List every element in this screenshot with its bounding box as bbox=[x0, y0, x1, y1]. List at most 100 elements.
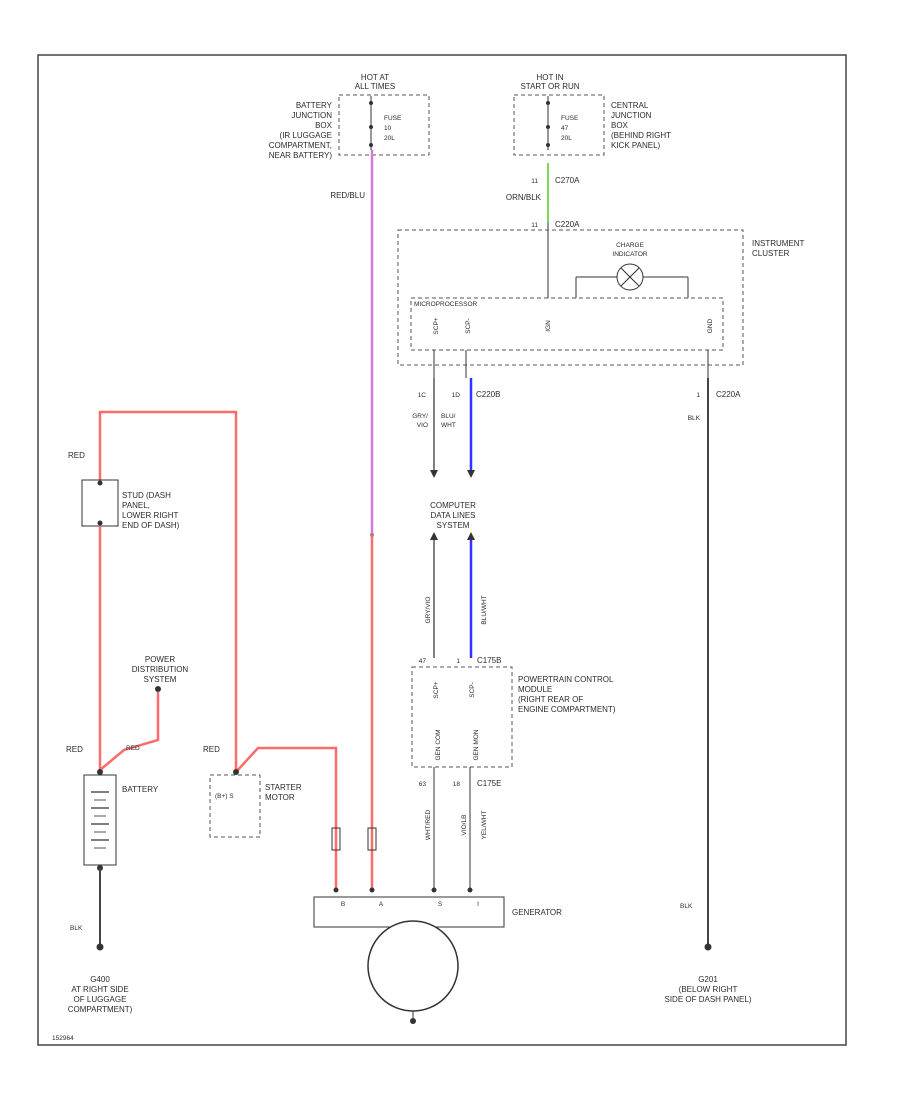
svg-text:11: 11 bbox=[531, 222, 538, 229]
instrument-cluster-outline bbox=[397, 229, 744, 366]
stud-dash-label-1: STUD (DASH bbox=[122, 491, 171, 500]
battery-junction-box-label: BATTERY JUNCTION BOX (IR LUGGAGE COMPART… bbox=[269, 101, 333, 160]
c175b-pin-47: 47 bbox=[419, 658, 427, 665]
red-starter-label: RED bbox=[203, 745, 220, 754]
battery-label: BATTERY bbox=[122, 785, 159, 794]
c270a-label: C270A bbox=[555, 176, 580, 185]
svg-text:JUNCTION: JUNCTION bbox=[292, 111, 333, 120]
pcm-wire-gry-vio: GRY/VIO bbox=[425, 597, 432, 624]
svg-text:SIDE OF DASH PANEL): SIDE OF DASH PANEL) bbox=[665, 995, 752, 1004]
b-cable-connector bbox=[331, 827, 341, 851]
computer-data-lines-2: DATA LINES bbox=[430, 511, 475, 520]
c220a-right-label: C220A bbox=[716, 390, 741, 399]
blk-left-label: BLK bbox=[70, 925, 83, 932]
pcm-label-1: POWERTRAIN CONTROL bbox=[518, 675, 614, 684]
gen-pin-i: I bbox=[477, 901, 479, 908]
gen-pin-s: S bbox=[438, 901, 443, 908]
svg-text:G400: G400 bbox=[90, 975, 110, 984]
svg-text:COMPARTMENT): COMPARTMENT) bbox=[68, 1005, 133, 1014]
pcm-label-4: ENGINE COMPARTMENT) bbox=[518, 705, 616, 714]
pcm-pin-scp-plus: SCP+ bbox=[433, 681, 440, 698]
generator-body bbox=[367, 920, 459, 1012]
c175e-label: C175E bbox=[477, 779, 501, 788]
computer-data-lines-arrow-left bbox=[430, 532, 438, 540]
fuse-10-terminal-mid bbox=[369, 125, 373, 129]
stud-dash-label-3: LOWER RIGHT bbox=[122, 511, 179, 520]
generator-label: GENERATOR bbox=[512, 908, 562, 917]
svg-text:CENTRAL: CENTRAL bbox=[611, 101, 649, 110]
blu-wht-arrow bbox=[467, 470, 475, 478]
stud-dash-label-2: PANEL, bbox=[122, 501, 150, 510]
c175b-label: C175B bbox=[477, 656, 501, 665]
svg-text:AT RIGHT SIDE: AT RIGHT SIDE bbox=[71, 985, 128, 994]
cluster-pin-1c: 1C bbox=[418, 392, 427, 399]
c220b-label: C220B bbox=[476, 390, 500, 399]
red-blu-wire-label: RED/BLU bbox=[330, 191, 365, 200]
blk-right-top-label: BLK bbox=[688, 415, 701, 422]
pcm-pin-scp-minus: SCP- bbox=[469, 682, 476, 698]
gen-pin-b-terminal bbox=[333, 887, 339, 893]
sense-wire-connector bbox=[367, 827, 377, 851]
red-wire-top-loop bbox=[98, 410, 238, 748]
gry-vio-arrow bbox=[430, 470, 438, 478]
svg-text:OF LUGGAGE: OF LUGGAGE bbox=[74, 995, 127, 1004]
blu-wht-label-2: WHT bbox=[441, 422, 456, 429]
cluster-pin-right: 1 bbox=[696, 392, 700, 399]
microprocessor-outline bbox=[410, 297, 724, 351]
g201-label: G201 (BELOW RIGHT SIDE OF DASH PANEL) bbox=[665, 975, 752, 1004]
starter-motor-label-1: STARTER bbox=[265, 783, 302, 792]
c175e-pin-63: 63 bbox=[419, 781, 427, 788]
fuse-10-terminal-top bbox=[369, 101, 373, 105]
microprocessor-label: MICROPROCESSOR bbox=[414, 301, 478, 308]
stud-dash-label-4: END OF DASH) bbox=[122, 521, 180, 530]
gen-wire-yel-wht: YEL/WHT bbox=[481, 811, 488, 840]
svg-text:BOX: BOX bbox=[611, 121, 629, 130]
mp-pin-scp-minus: SCP- bbox=[465, 318, 472, 334]
svg-text:BATTERY: BATTERY bbox=[296, 101, 333, 110]
gen-wire-vio-lb: VIO/LB bbox=[461, 815, 468, 836]
svg-text:G201: G201 bbox=[698, 975, 718, 984]
computer-data-lines-3: SYSTEM bbox=[437, 521, 470, 530]
svg-text:NEAR BATTERY): NEAR BATTERY) bbox=[269, 151, 333, 160]
mp-pin-scp-plus: SCP+ bbox=[433, 317, 440, 334]
diagram-id: 152964 bbox=[52, 1035, 74, 1042]
gen-wire-wht-red: WHT/RED bbox=[425, 810, 432, 841]
pcm-label-2: MODULE bbox=[518, 685, 552, 694]
power-dist-label-1: POWER bbox=[145, 655, 175, 664]
fuse-left-label: FUSE bbox=[384, 115, 402, 122]
computer-data-lines-arrow-right bbox=[467, 532, 475, 540]
gen-pin-a-terminal bbox=[369, 887, 375, 893]
svg-text:(BELOW RIGHT: (BELOW RIGHT bbox=[679, 985, 738, 994]
red-batt-label: RED bbox=[66, 745, 83, 754]
svg-text:11: 11 bbox=[531, 178, 538, 185]
svg-text:(BEHIND RIGHT: (BEHIND RIGHT bbox=[611, 131, 671, 140]
fuse-47-terminal-top bbox=[546, 101, 550, 105]
svg-text:(IR LUGGAGE: (IR LUGGAGE bbox=[280, 131, 332, 140]
svg-text:KICK PANEL): KICK PANEL) bbox=[611, 141, 661, 150]
gen-pin-a: A bbox=[379, 901, 384, 908]
generator-ground-terminal bbox=[410, 1018, 416, 1024]
power-dist-terminal bbox=[155, 686, 161, 692]
c175e-pin-18: 18 bbox=[453, 781, 461, 788]
pcm-gen-com: GEN COM bbox=[435, 729, 442, 760]
mp-pin-ign: IGN bbox=[545, 320, 552, 332]
power-dist-label-2: DISTRIBUTION bbox=[132, 665, 189, 674]
gen-pin-i-terminal bbox=[467, 887, 473, 893]
mp-pin-gnd: GND bbox=[707, 318, 714, 333]
c175b-pin-1: 1 bbox=[456, 658, 460, 665]
charge-indicator-label-1: CHARGE bbox=[616, 242, 644, 249]
svg-text:JUNCTION: JUNCTION bbox=[611, 111, 652, 120]
battery-positive-terminal bbox=[97, 769, 103, 775]
hot-in-start-or-run-line2: START OR RUN bbox=[520, 82, 579, 91]
blk-right-label: BLK bbox=[680, 903, 693, 910]
fuse-10-terminal-bottom bbox=[369, 143, 373, 147]
red-batt-right-label: RED bbox=[126, 745, 140, 752]
gry-vio-label-2: VIO bbox=[417, 422, 428, 429]
fuse-left-number: 10 bbox=[384, 125, 392, 132]
pcm-gen-mon: GEN MON bbox=[473, 729, 480, 760]
pcm-label-3: (RIGHT REAR OF bbox=[518, 695, 583, 704]
fuse-47-terminal-mid bbox=[546, 125, 550, 129]
gen-pin-s-terminal bbox=[431, 887, 437, 893]
starter-motor-label-2: MOTOR bbox=[265, 793, 295, 802]
